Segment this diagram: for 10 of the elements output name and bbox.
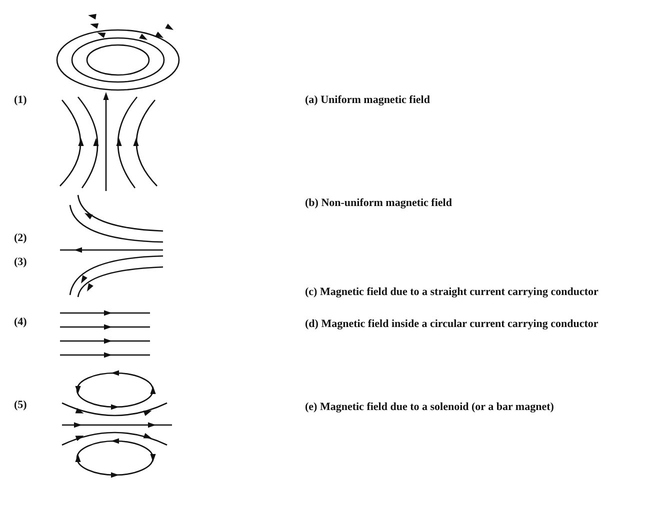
option-text: (a) Uniform magnetic field: [305, 94, 430, 106]
option-text: (b) Non-uniform magnetic field: [305, 197, 452, 209]
figure-number: (5): [14, 399, 27, 411]
option-text: (e) Magnetic field due to a solenoid (or a bar magnet): [305, 401, 554, 413]
figure-number: (2): [14, 232, 27, 244]
figure-number: (3): [14, 256, 27, 268]
option-text: (c) Magnetic field due to a straight current carrying conductor: [305, 286, 598, 298]
figure-number: (1): [14, 94, 27, 106]
option-text: (d) Magnetic field inside a circular current carrying conductor: [305, 318, 598, 330]
figure-number: (4): [14, 316, 27, 328]
